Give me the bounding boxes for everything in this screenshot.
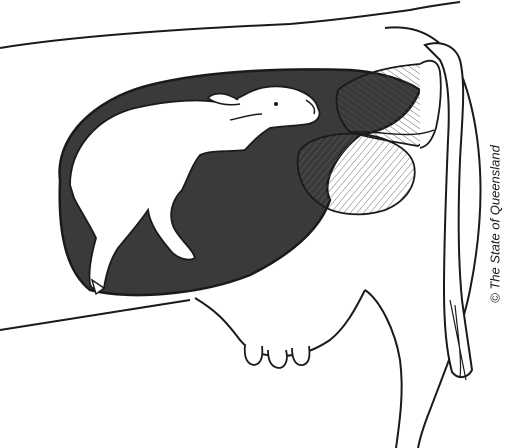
- copyright-notice: © The State of Queensland: [488, 145, 503, 303]
- teat-1: [245, 345, 263, 365]
- calf-eye: [274, 102, 278, 106]
- vulva: [420, 61, 441, 148]
- cow-hind-leg: [365, 290, 402, 448]
- cow-belly-outline: [0, 300, 190, 330]
- teat-2: [268, 350, 287, 368]
- udder: [195, 290, 365, 356]
- cow-back-outline: [0, 2, 460, 48]
- teat-3: [292, 346, 309, 365]
